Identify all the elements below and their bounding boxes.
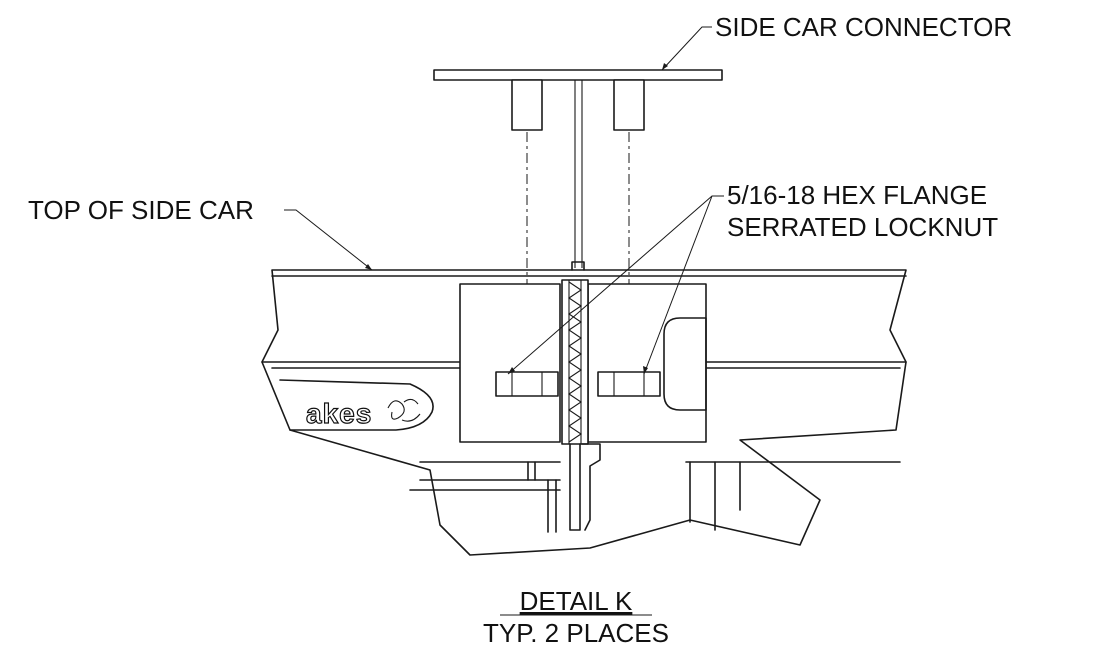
svg-text:akes: akes xyxy=(306,398,372,429)
label-side-car-connector: SIDE CAR CONNECTOR xyxy=(715,12,1012,42)
alignment-lines xyxy=(526,80,630,372)
left-locknut xyxy=(495,371,559,397)
label-locknut-line1: 5/16-18 HEX FLANGE xyxy=(727,180,987,210)
logo-decal: akes xyxy=(279,379,434,431)
label-locknut-line2: SERRATED LOCKNUT xyxy=(727,212,998,242)
leader-lines xyxy=(284,26,724,375)
detail-title: DETAIL K xyxy=(520,586,633,616)
detail-note: TYP. 2 PLACES xyxy=(483,618,669,648)
right-locknut xyxy=(597,371,661,397)
label-top-of-side-car: TOP OF SIDE CAR xyxy=(28,195,254,225)
side-car-connector xyxy=(433,69,723,131)
clamp-blocks xyxy=(459,283,707,443)
side-car-body xyxy=(261,269,907,556)
